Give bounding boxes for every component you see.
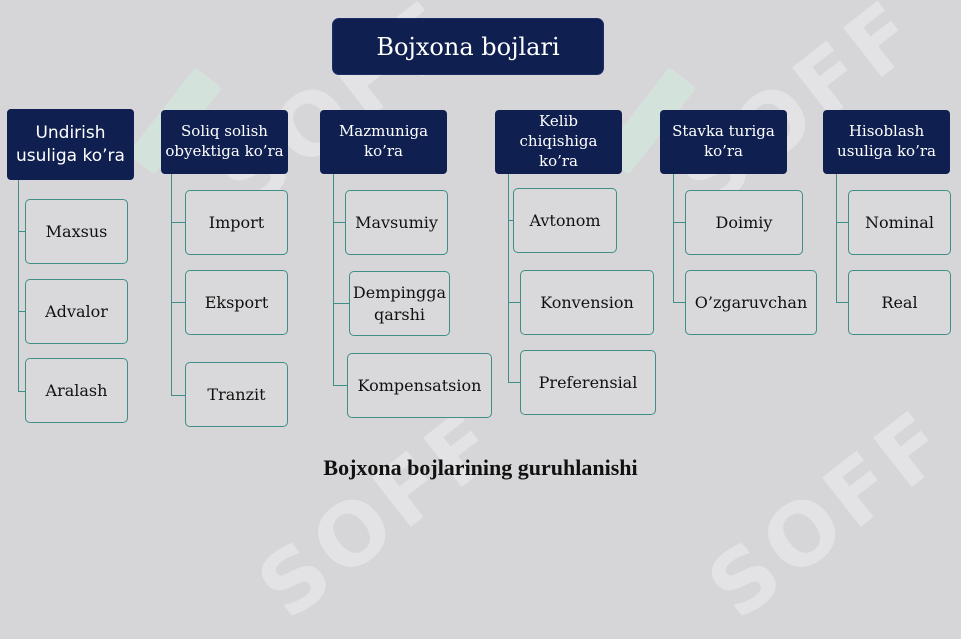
- item-nominal: Nominal: [848, 190, 951, 255]
- connector-branch: [673, 302, 685, 303]
- connector-branch: [673, 222, 685, 223]
- connector-branch: [836, 302, 848, 303]
- connector-branch: [171, 222, 185, 223]
- connector-branch: [18, 311, 25, 312]
- connector-trunk: [333, 174, 334, 385]
- connector-branch: [333, 303, 349, 304]
- item-tranzit: Tranzit: [185, 362, 288, 427]
- connector-trunk: [836, 174, 837, 302]
- item-maxsus: Maxsus: [25, 199, 128, 264]
- connector-branch: [171, 302, 185, 303]
- category-label-line2: obyektiga ko’ra: [165, 142, 284, 160]
- item-dempingga-qarshi: Dempingga qarshi: [349, 271, 450, 336]
- connector-branch: [508, 382, 520, 383]
- connector-trunk: [171, 174, 172, 395]
- category-label-line1: Hisoblash: [848, 122, 925, 141]
- category-label-line1: Soliq solish: [181, 122, 268, 141]
- connector-branch: [508, 302, 520, 303]
- item-konvension: Konvension: [520, 270, 654, 335]
- connector-branch: [333, 222, 345, 223]
- item-advalor: Advalor: [25, 279, 128, 344]
- connector-branch: [18, 391, 25, 392]
- connector-trunk: [508, 174, 509, 382]
- watermark-text: SOFF: [690, 389, 961, 639]
- category-label-line2: usuliga ko’ra: [16, 145, 125, 166]
- item-mavsumiy: Mavsumiy: [345, 190, 448, 255]
- diagram-caption: Bojxona bojlarining guruhlanishi: [323, 455, 638, 480]
- category-label-line1: Kelib chiqishiga: [519, 112, 598, 151]
- item-avtonom: Avtonom: [513, 188, 617, 253]
- connector-branch: [171, 395, 185, 396]
- category-label-line2: ko’ra: [363, 142, 403, 160]
- item-kompensatsion: Kompensatsion: [347, 353, 492, 418]
- connector-branch: [836, 222, 848, 223]
- connector-branch: [333, 385, 347, 386]
- item-preferensial: Preferensial: [520, 350, 656, 415]
- connector-trunk: [673, 174, 674, 302]
- connector-branch: [18, 231, 25, 232]
- category-label-line2: usuliga ko’ra: [837, 142, 936, 160]
- connector-trunk: [18, 180, 19, 391]
- category-label-line2: ko’ra: [538, 151, 578, 170]
- category-label-line1: Undirish: [35, 123, 106, 144]
- diagram-title: Bojxona bojlari: [332, 18, 604, 75]
- item-ozgaruvchan: O’zgaruvchan: [685, 270, 817, 335]
- item-eksport: Eksport: [185, 270, 288, 335]
- connector-branch: [508, 220, 513, 221]
- item-aralash: Aralash: [25, 358, 128, 423]
- item-real: Real: [848, 270, 951, 335]
- item-doimiy: Doimiy: [685, 190, 803, 255]
- item-import: Import: [185, 190, 288, 255]
- category-label-line1: Mazmuniga: [338, 122, 429, 141]
- watermark-text: SOFF: [240, 389, 520, 639]
- category-label-line2: ko’ra: [703, 142, 743, 160]
- category-label-line1: Stavka turiga: [672, 122, 775, 141]
